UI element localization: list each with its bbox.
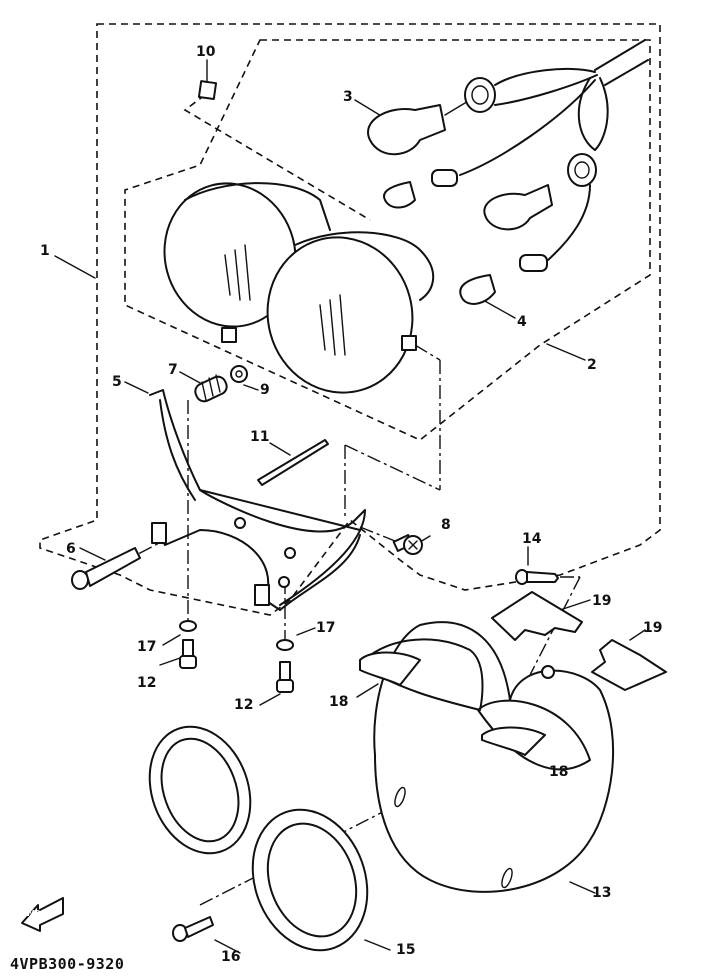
assembly-2-boundary [124,39,651,441]
callout-12-left[interactable]: 12 [137,675,157,691]
callout-12-right[interactable]: 12 [234,697,254,713]
plate-19-lower [591,639,667,691]
callout-16[interactable]: 16 [221,949,241,965]
bulb-3 [367,99,471,156]
callout-7[interactable]: 7 [168,362,178,378]
headlight-unit-right [266,231,435,394]
washer-17-left [179,620,197,632]
washer-17-right [276,639,294,651]
cable-tie-11 [257,439,329,486]
socket-upper [464,77,496,113]
screw-14 [515,569,559,585]
bulb-small-upper [383,169,458,209]
callout-17-left[interactable]: 17 [137,639,157,655]
nut-9 [230,365,248,383]
callout-2[interactable]: 2 [587,357,597,373]
pad-18-left [359,651,421,686]
callout-18-right[interactable]: 18 [549,764,569,780]
callout-19-lower[interactable]: 19 [643,620,663,636]
headlight-unit-left [163,182,331,343]
callout-17-right[interactable]: 17 [316,620,336,636]
callout-11[interactable]: 11 [250,429,270,445]
wiring-harness [459,39,649,261]
assembly-1-boundary [39,23,661,616]
plate-19-upper [491,591,583,641]
bolt-12-left [179,639,197,669]
bolt-12-right [276,661,294,693]
callout-5[interactable]: 5 [112,374,122,390]
spring-7 [194,374,228,403]
bracket-5 [149,389,366,611]
callout-9[interactable]: 9 [260,382,270,398]
callout-6[interactable]: 6 [66,541,76,557]
callout-3[interactable]: 3 [343,89,353,105]
callout-13[interactable]: 13 [592,885,612,901]
callout-19-upper[interactable]: 19 [592,593,612,609]
callout-10[interactable]: 10 [196,44,216,60]
forward-direction-arrow-icon [21,897,64,932]
fwd-text: FWD [20,909,41,918]
callout-8[interactable]: 8 [441,517,451,533]
bulb-4 [459,254,548,305]
screw-8 [392,534,423,555]
callout-18-left[interactable]: 18 [329,694,349,710]
callout-15[interactable]: 15 [396,942,416,958]
label-part-10 [197,80,218,101]
screw-16 [172,916,214,942]
callout-1[interactable]: 1 [40,243,50,259]
rim-15 [148,725,369,952]
bolt-6 [71,547,141,590]
pad-18-right [481,726,546,756]
label-10-guide [183,94,371,221]
callout-14[interactable]: 14 [522,531,542,547]
callout-4[interactable]: 4 [517,314,527,330]
diagram-code: 4VPB300-9320 [10,955,125,973]
bulb-lower [483,153,597,231]
